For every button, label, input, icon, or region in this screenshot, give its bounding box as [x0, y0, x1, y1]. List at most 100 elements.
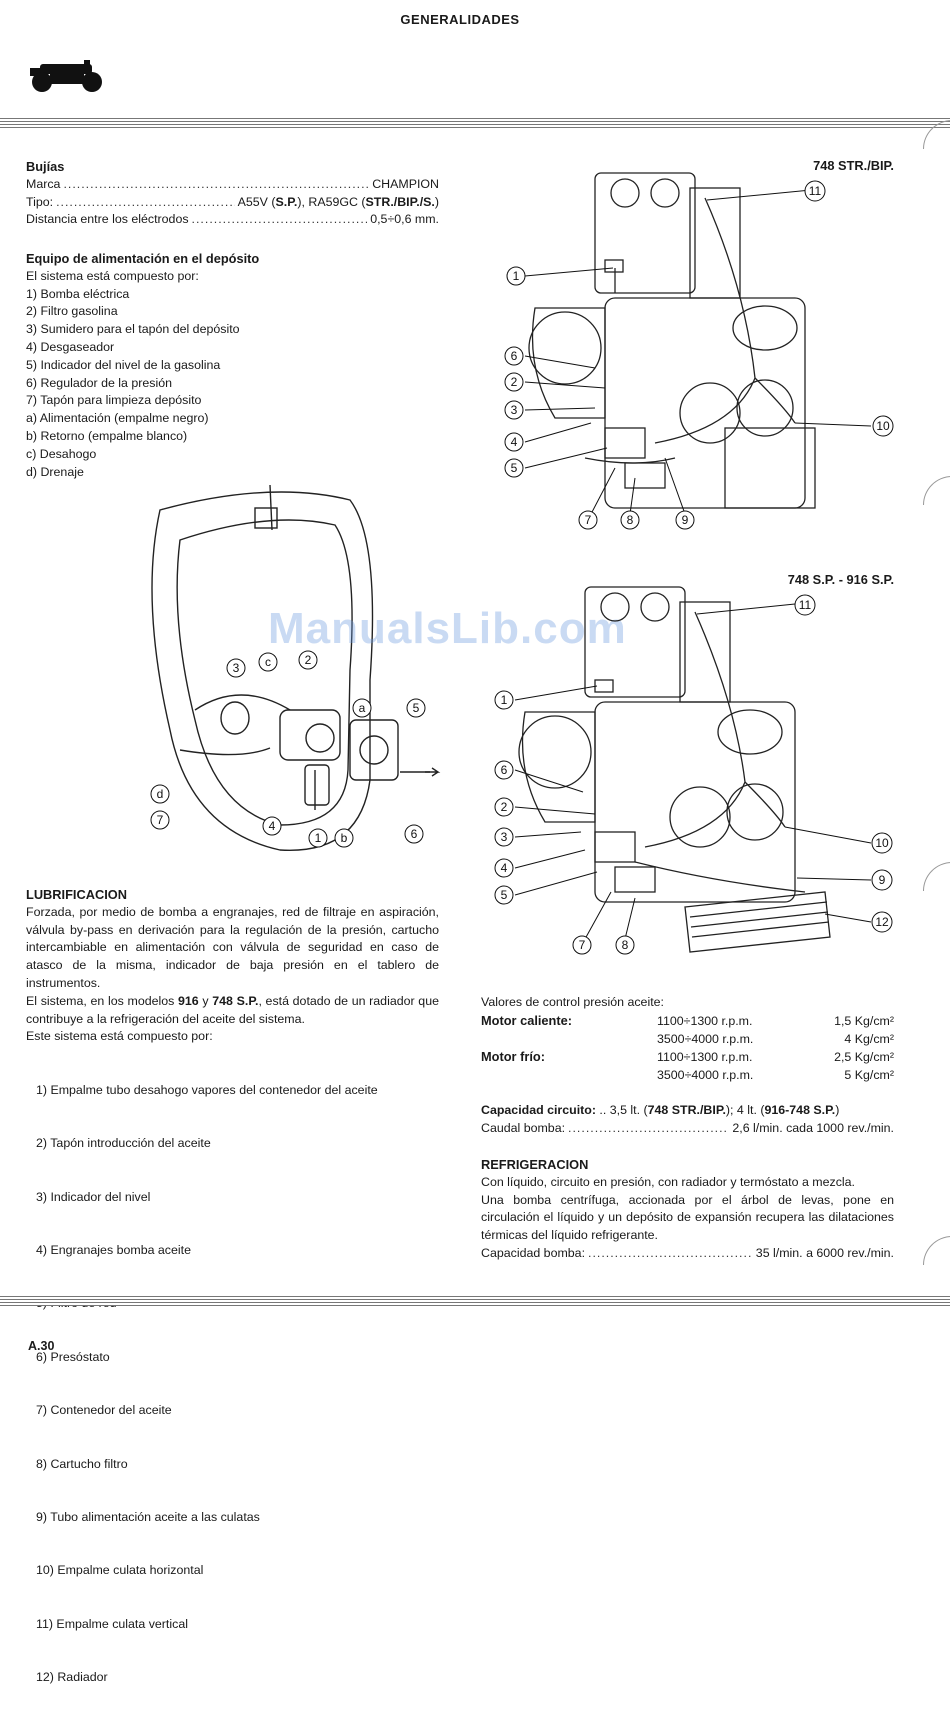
page-tab-mark — [923, 1236, 950, 1265]
cooling-heading: REFRIGERACION — [481, 1157, 589, 1172]
fuel-system-section: Equipo de alimentación en el depósito El… — [26, 250, 439, 481]
tank-callout-a: a — [352, 698, 372, 718]
svg-text:7: 7 — [585, 513, 592, 527]
spark-plug-gap-row: Distancia entre los eléctrodos 0,5÷0,6 m… — [26, 211, 439, 229]
svg-text:5: 5 — [511, 461, 518, 475]
page-tab-mark — [923, 862, 950, 891]
pump-flow-row: Caudal bomba: 2,6 l/min. cada 1000 rev./… — [481, 1120, 894, 1138]
engine1-callout-11: 11 — [804, 180, 826, 202]
svg-text:6: 6 — [411, 827, 418, 841]
lubrication-intro: Este sistema está compuesto por: — [26, 1029, 213, 1044]
engine2-callout-6: 6 — [494, 760, 514, 780]
svg-text:2: 2 — [511, 375, 518, 389]
svg-text:1: 1 — [501, 693, 508, 707]
tank-callout-d: d — [150, 784, 170, 804]
list-item: b) Retorno (empalme blanco) — [26, 428, 188, 443]
cooling-section: REFRIGERACION Con líquido, circuito en p… — [481, 1156, 894, 1263]
spark-plug-section: Bujías Marca CHAMPION Tipo: A55V (S.P.),… — [26, 158, 439, 229]
svg-text:6: 6 — [501, 763, 508, 777]
engine1-callout-3: 3 — [504, 400, 524, 420]
lubrication-heading: LUBRIFICACION — [26, 887, 127, 902]
table-row: Motor frío: 1100÷1300 r.p.m. 2,5 Kg/cm² — [481, 1049, 894, 1065]
list-item: 4) Engranajes bomba aceite — [36, 1242, 191, 1257]
list-item: 4) Desgaseador — [26, 339, 115, 354]
engine-figure-1: 1 6 2 3 4 5 7 8 9 10 11 — [504, 172, 894, 530]
lubrication-radiator-note: El sistema, en los modelos 916 y 748 S.P… — [26, 993, 439, 1026]
list-item: 10) Empalme culata horizontal — [36, 1563, 204, 1578]
engine1-callout-5: 5 — [504, 458, 524, 478]
svg-text:1: 1 — [513, 269, 520, 283]
list-item: d) Drenaje — [26, 464, 84, 479]
svg-text:4: 4 — [269, 819, 276, 833]
cooling-paragraph: Una bomba centrífuga, accionada por el á… — [481, 1192, 894, 1243]
tank-callout-b: b — [334, 828, 354, 848]
list-item: 2) Filtro gasolina — [26, 304, 118, 319]
engine1-callout-8: 8 — [620, 510, 640, 530]
engine2-callout-10: 10 — [871, 832, 893, 854]
engine1-callout-10: 10 — [872, 415, 894, 437]
list-item: 3) Sumidero para el tapón del depósito — [26, 322, 240, 337]
oil-pressure-section: Valores de control presión aceite: Motor… — [481, 994, 894, 1085]
list-item: 2) Tapón introducción del aceite — [36, 1136, 211, 1151]
tank-callout-c: c — [258, 652, 278, 672]
tank-callout-6: 6 — [404, 824, 424, 844]
list-item: 1) Empalme tubo desahogo vapores del con… — [36, 1082, 378, 1097]
tank-callout-2: 2 — [298, 650, 318, 670]
engine1-callout-1: 1 — [506, 266, 526, 286]
engine-figure-2-label: 748 S.P. - 916 S.P. — [787, 572, 894, 587]
tank-callout-4: 4 — [262, 816, 282, 836]
svg-text:4: 4 — [511, 435, 518, 449]
header-rule — [0, 118, 950, 128]
tank-callout-1: 1 — [308, 828, 328, 848]
svg-text:7: 7 — [157, 813, 164, 827]
list-item: 5) Indicador del nivel de la gasolina — [26, 357, 221, 372]
svg-text:6: 6 — [511, 349, 518, 363]
engine2-callout-2: 2 — [494, 797, 514, 817]
list-item: c) Desahogo — [26, 446, 97, 461]
svg-text:2: 2 — [305, 653, 312, 667]
list-item: 8) Cartucho filtro — [36, 1456, 128, 1471]
engine2-callout-4: 4 — [494, 858, 514, 878]
svg-text:8: 8 — [622, 938, 629, 952]
engine2-callout-8: 8 — [615, 935, 635, 955]
spark-plug-brand-row: Marca CHAMPION — [26, 176, 439, 194]
engine1-callout-9: 9 — [675, 510, 695, 530]
page-number: A.30 — [28, 1339, 55, 1353]
engine-figure-2: 1 6 2 3 4 5 7 8 9 10 11 12 — [494, 586, 893, 955]
table-row: Motor caliente: 1100÷1300 r.p.m. 1,5 Kg/… — [481, 1012, 894, 1028]
svg-text:9: 9 — [879, 873, 886, 887]
table-row: 3500÷4000 r.p.m. 5 Kg/cm² — [657, 1068, 894, 1083]
cooling-pump-row: Capacidad bomba: 35 l/min. a 6000 rev./m… — [481, 1245, 894, 1263]
page-title: GENERALIDADES — [400, 12, 520, 27]
svg-text:2: 2 — [501, 800, 508, 814]
tank-callout-7: 7 — [150, 810, 170, 830]
spark-plug-heading: Bujías — [26, 159, 65, 174]
cooling-line: Con líquido, circuito en presión, con ra… — [481, 1174, 855, 1189]
fuel-system-intro: El sistema está compuesto por: — [26, 268, 199, 283]
svg-text:11: 11 — [809, 184, 822, 198]
svg-text:c: c — [265, 655, 271, 669]
list-item: 7) Contenedor del aceite — [36, 1403, 172, 1418]
list-item: 6) Regulador de la presión — [26, 375, 173, 390]
list-item: 1) Bomba eléctrica — [26, 286, 130, 301]
list-item: 3) Indicador del nivel — [36, 1189, 151, 1204]
engine1-callout-6: 6 — [504, 346, 524, 366]
circuit-capacity: Capacidad circuito: .. 3,5 lt. (748 STR.… — [481, 1103, 840, 1117]
svg-text:4: 4 — [501, 861, 508, 875]
engine2-callout-11: 11 — [794, 594, 816, 616]
svg-text:5: 5 — [501, 888, 508, 902]
footer-rule — [0, 1296, 950, 1306]
svg-text:3: 3 — [511, 403, 518, 417]
engine1-callout-7: 7 — [578, 510, 598, 530]
oil-pressure-intro: Valores de control presión aceite: — [481, 995, 664, 1009]
svg-text:10: 10 — [876, 419, 890, 433]
tank-callout-5: 5 — [406, 698, 426, 718]
svg-text:3: 3 — [501, 830, 508, 844]
list-item: 9) Tubo alimentación aceite a las culata… — [36, 1509, 260, 1524]
svg-text:b: b — [341, 831, 348, 845]
svg-text:a: a — [359, 701, 366, 715]
spark-plug-type-row: Tipo: A55V (S.P.), RA59GC (STR./BIP./S.) — [26, 194, 439, 212]
engine2-callout-3: 3 — [494, 827, 514, 847]
svg-text:12: 12 — [875, 915, 889, 929]
list-item: 12) Radiador — [36, 1670, 108, 1685]
